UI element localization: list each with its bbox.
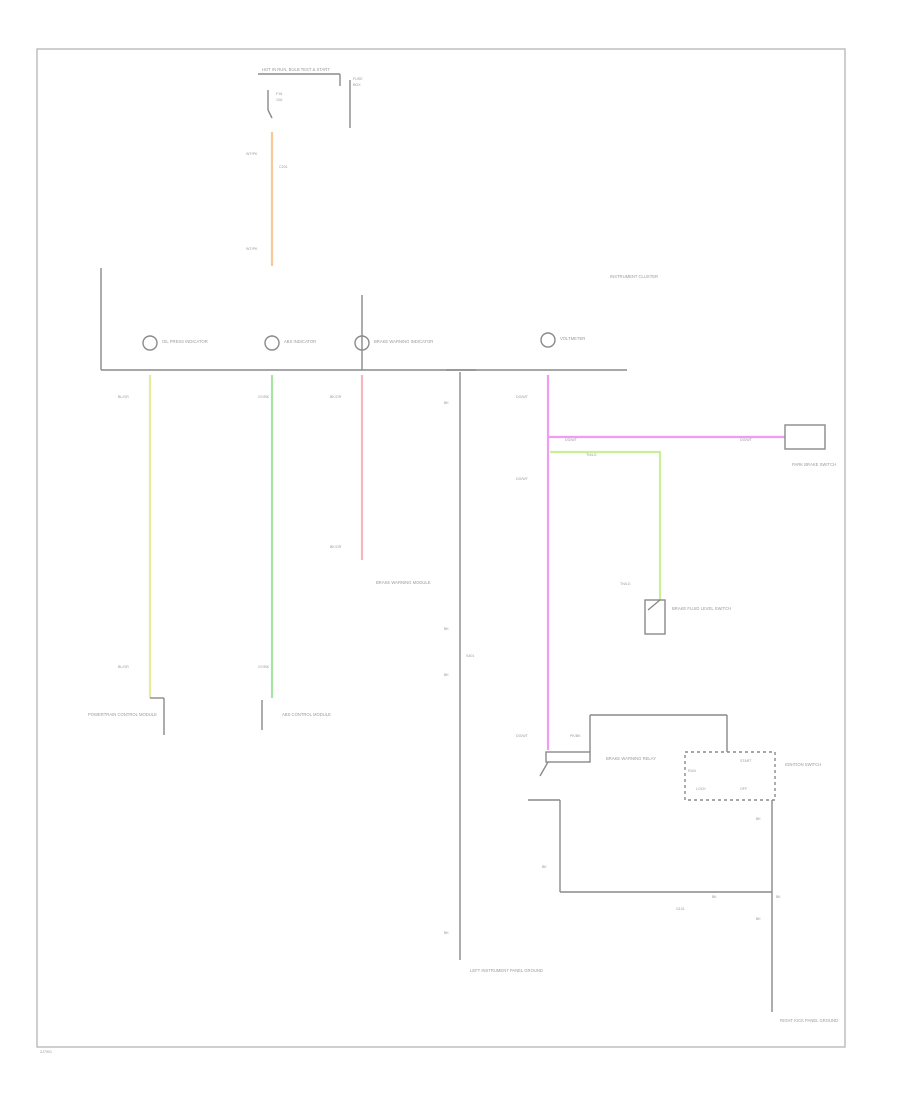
- oil-indicator-label: OIL PRESS INDICATOR: [162, 339, 208, 344]
- ign-pos-3: LOCK: [696, 787, 706, 791]
- wire-tag-magenta-2: DG/WT: [516, 477, 529, 481]
- ground-right-label: RIGHT KICK PANEL GROUND: [780, 1018, 838, 1023]
- wire-tag-green-bot: GY/BK: [258, 665, 270, 669]
- relay-pin-tag: DG/WT: [516, 734, 529, 738]
- park-brake-switch: PARK BRAKE SWITCH: [784, 424, 836, 467]
- wire-tag-orange-top: WT/PK: [246, 152, 258, 156]
- fuse-number: F18: [276, 92, 282, 96]
- wire-tag-orange-bot: WT/PK: [246, 247, 258, 251]
- ignition-label: IGNITION SWITCH: [785, 762, 821, 767]
- fuse-box-label-2: BOX: [353, 83, 361, 87]
- brake-module-label: BRAKE WARNING MODULE: [376, 580, 431, 585]
- voltmeter-label: VOLTMETER: [560, 336, 585, 341]
- wire-tag-pink-bot: BK/OR: [330, 545, 342, 549]
- relay-pin-tag-2: PK/BK: [570, 734, 581, 738]
- ign-pos-4: OFF: [740, 787, 748, 791]
- ign-pos-2: START: [740, 759, 752, 763]
- wire-tag-r1: BK: [542, 865, 547, 869]
- fuse-hot-label: HOT IN RUN, BULB TEST & START: [262, 67, 330, 72]
- splice-tag: S401: [466, 654, 474, 658]
- wire-tag-magenta-4: DG/WT: [740, 438, 753, 442]
- wire-tag-r3: G101: [676, 907, 685, 911]
- brake-indicator-label: BRAKE WARNING INDICATOR: [374, 339, 433, 344]
- wire-tag-r2: BK: [712, 895, 717, 899]
- wire-tag-magenta-3: DG/WT: [565, 438, 578, 442]
- fluid-level-label: BRAKE FLUID LEVEL SWITCH: [672, 606, 731, 611]
- wire-tag-bk-3: BK: [444, 673, 449, 677]
- wire-tag-lightgreen: TN/LG: [586, 453, 597, 457]
- abs-indicator-label: ABS INDICATOR: [284, 339, 316, 344]
- fuse-block: HOT IN RUN, BULB TEST & START FUSE BOX F…: [258, 67, 363, 128]
- wire-tag-bk-4: BK: [444, 931, 449, 935]
- cluster-label: INSTRUMENT CLUSTER: [610, 274, 658, 279]
- wire-tag-pink: BK/OR: [330, 395, 342, 399]
- wire-tag-r5: BK: [776, 895, 781, 899]
- diagram-frame: [36, 48, 846, 1048]
- wire-tag-bk-1: BK: [444, 401, 449, 405]
- ground-left-label: LEFT INSTRUMENT PANEL GROUND: [470, 968, 543, 973]
- ground-circuit-right: BK BK G101 BK BK BK RIGHT KICK PANEL GRO…: [542, 800, 838, 1023]
- fuse-box-label: FUSE: [353, 77, 363, 81]
- wire-tag-lightgreen-2: TN/LG: [620, 582, 631, 586]
- pcm-connector: POWERTRAIN CONTROL MODULE: [88, 697, 165, 735]
- voltmeter-lamp: [540, 332, 556, 348]
- wire-tag-bk-2: BK: [444, 627, 449, 631]
- ignition-switch: RUN START LOCK OFF IGNITION SWITCH: [684, 751, 821, 801]
- abs-indicator-lamp: [264, 335, 280, 351]
- wire-tag-r4: BK: [756, 817, 761, 821]
- pcm-label: POWERTRAIN CONTROL MODULE: [88, 712, 157, 717]
- park-brake-label: PARK BRAKE SWITCH: [792, 462, 836, 467]
- wire-tag-magenta: DG/WT: [516, 395, 529, 399]
- wire-tag-green: GY/BK: [258, 395, 270, 399]
- ign-pos-1: RUN: [688, 769, 696, 773]
- relay-label: BRAKE WARNING RELAY: [606, 756, 656, 761]
- brake-indicator-lamp: [354, 335, 370, 351]
- wire-tag-r6: BK: [756, 917, 761, 921]
- wire-lightgreen: [550, 450, 662, 600]
- fuse-amp: 10A: [276, 98, 283, 102]
- wire-tag-yellow: BL/OR: [118, 395, 129, 399]
- diagram-code: ZJ7901: [40, 1050, 52, 1054]
- fluid-level-switch: BRAKE FLUID LEVEL SWITCH: [644, 599, 731, 635]
- wire-tag-yellow-bot: BL/OR: [118, 665, 129, 669]
- abs-module-label: ABS CONTROL MODULE: [282, 712, 331, 717]
- instrument-cluster: INSTRUMENT CLUSTER OIL PRESS INDICATOR A…: [100, 268, 658, 371]
- abs-module-connector: ABS CONTROL MODULE: [261, 700, 331, 730]
- ground-circuit-left: BK BK S401 BK BK LEFT INSTRUMENT PANEL G…: [444, 369, 543, 973]
- connector-tag: C201: [279, 165, 288, 169]
- oil-indicator-lamp: [142, 335, 158, 351]
- brake-warning-relay: DG/WT PK/BK BRAKE WARNING RELAY: [516, 714, 728, 801]
